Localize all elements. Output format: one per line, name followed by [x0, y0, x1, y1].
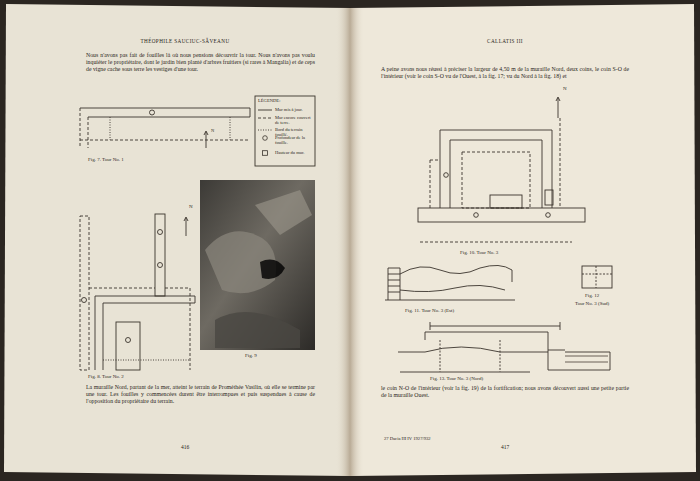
body-paragraph: le coin N-O de l'intérieur (voir la fig.…: [381, 385, 629, 399]
page-signature: 27 Dacia III IV 1927/932: [384, 436, 484, 442]
north-arrow-letter: N: [211, 128, 219, 134]
figure-caption: Fig. 11. Tour No. 3 (Est): [405, 308, 505, 314]
north-arrow-letter: N: [563, 86, 571, 92]
legend-swatch: [257, 115, 273, 121]
legend-entry: Hauteur du mur.: [257, 150, 314, 156]
north-arrow-letter: N: [189, 204, 197, 210]
running-head: THÉOPHILE SAUCIUC-SĂVEANU: [110, 38, 260, 45]
figure-caption: Fig. 13. Tour No. 3 (Nord): [430, 376, 540, 382]
legend-heading: LÉGENDE:: [258, 98, 313, 104]
page-number: 417: [490, 444, 520, 451]
figure-caption: Fig. 12: [585, 293, 625, 299]
figure-caption: Fig. 10. Tour No. 3: [460, 250, 560, 256]
legend-text: Profondeur de la fouille.: [275, 135, 314, 146]
legend-swatch: [257, 127, 273, 133]
legend-swatch: [257, 150, 273, 156]
legend-entry: Mur mis à jour.: [257, 107, 314, 113]
body-paragraph: La muraille Nord, partant de la mer, att…: [86, 384, 315, 406]
figure-caption: Fig. 7. Tour No. 1: [88, 157, 178, 163]
legend-entry: Mur encore couvert de terre.: [257, 115, 314, 126]
legend-text: Mur encore couvert de terre.: [275, 115, 314, 126]
legend-text: Hauteur du mur.: [275, 150, 304, 155]
legend-entry: Profondeur de la fouille.: [257, 135, 314, 146]
legend-swatch: [257, 135, 273, 141]
figure-caption: Fig. 9: [245, 353, 285, 359]
body-paragraph: Nous n'avons pas fait de fouilles là où …: [86, 52, 315, 74]
figure-caption: Tour No. 3 (Sud): [575, 301, 635, 307]
photograph: [200, 180, 315, 350]
running-head: CALLATIS III: [455, 38, 555, 45]
page-number: 416: [170, 444, 200, 451]
legend-swatch: [257, 107, 273, 113]
figure-caption: Fig. 8. Tour No. 2: [88, 374, 178, 380]
legend-text: Mur mis à jour.: [275, 107, 303, 112]
body-paragraph: A peine avons nous réussi à préciser la …: [381, 66, 629, 80]
